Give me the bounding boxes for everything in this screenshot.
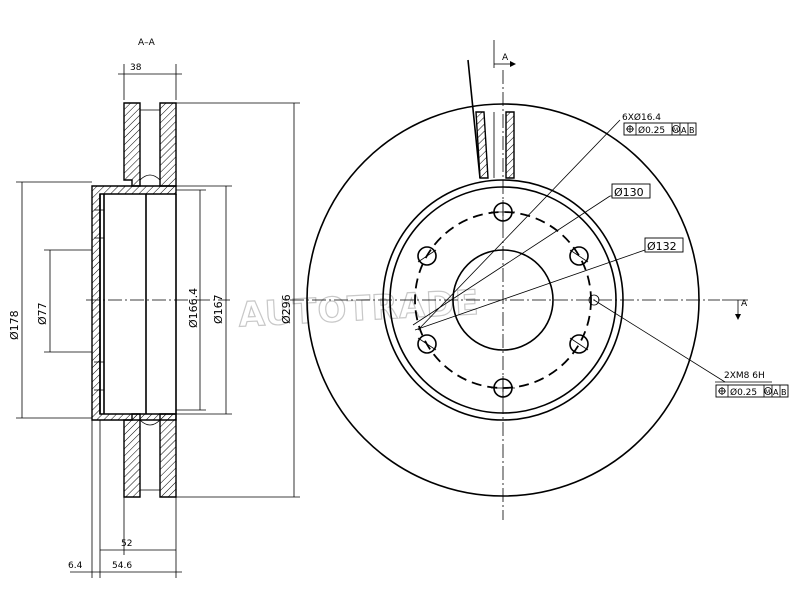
dim-54-6: 54.6	[112, 561, 132, 571]
dim-dia-296: Ø296	[280, 294, 293, 324]
threads-callout: 2XM8 6H	[724, 371, 765, 381]
section-label: A–A	[138, 38, 156, 48]
svg-text:B: B	[689, 126, 695, 135]
threads-tolerance-frame: Ø0.25 M A B	[715, 384, 789, 398]
section-view: A–A 38 Ø178	[8, 38, 300, 578]
view-marker-top: A	[493, 40, 516, 68]
view-marker-right: A	[722, 299, 748, 320]
dim-52: 52	[121, 539, 132, 549]
vent-cut-section	[475, 111, 489, 179]
holes-callout: 6XØ16.4	[622, 112, 661, 123]
holes-tolerance-frame: Ø0.25 M A B	[623, 122, 697, 136]
right-friction-plate-lower	[159, 413, 177, 498]
dim-dia-166-4: Ø166.4	[187, 288, 200, 328]
svg-text:M: M	[673, 127, 678, 134]
left-friction-plate-lower	[123, 413, 141, 498]
dim-dia-178: Ø178	[8, 310, 21, 340]
left-friction-plate	[123, 102, 141, 187]
right-friction-plate	[159, 102, 177, 187]
svg-text:A: A	[681, 126, 687, 135]
watermark: AUTOTRADE	[238, 283, 481, 336]
dim-38: 38	[130, 63, 142, 73]
svg-text:B: B	[781, 388, 787, 397]
svg-text:M: M	[765, 389, 770, 396]
svg-text:Ø0.25: Ø0.25	[638, 125, 665, 136]
dim-dia-132: Ø132	[647, 240, 677, 253]
svg-text:A: A	[741, 299, 748, 309]
svg-text:Ø0.25: Ø0.25	[730, 387, 757, 398]
dim-dia-130: Ø130	[614, 186, 644, 199]
pcd-dashed-circle	[414, 211, 592, 389]
dim-dia-167: Ø167	[212, 294, 225, 324]
svg-text:A: A	[502, 53, 509, 63]
dim-6-4: 6.4	[68, 561, 83, 571]
svg-text:A: A	[773, 388, 779, 397]
bolt-holes	[417, 200, 600, 400]
front-view: Ø130 Ø132 6XØ16.4 Ø0.25 M A B 2XM8 6H	[290, 40, 789, 520]
dim-dia-77: Ø77	[36, 302, 49, 325]
